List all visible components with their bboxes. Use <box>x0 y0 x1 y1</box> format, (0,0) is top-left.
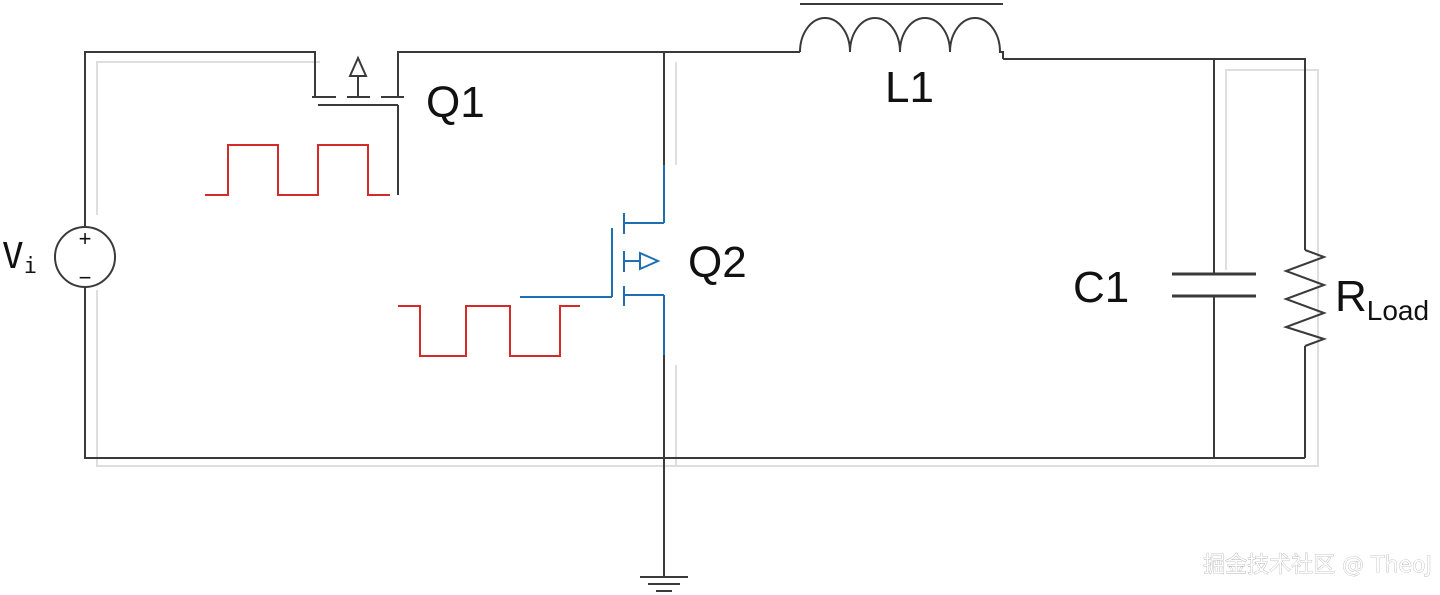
ground-return-wire <box>84 286 1305 459</box>
capacitor-c1 <box>1172 272 1256 298</box>
q2-switch-symbol <box>520 165 665 355</box>
inductor-coil-icon <box>799 17 1004 59</box>
input-top-wire <box>84 51 316 228</box>
voltage-source: + − <box>54 226 116 290</box>
q1-switch-symbol <box>312 55 404 106</box>
source-plus-sign: + <box>79 226 92 251</box>
voltage-source-icon <box>54 226 116 288</box>
ghost-wires <box>96 61 1319 467</box>
label-rload: RLoad <box>1335 272 1429 326</box>
q1-gate-pwm <box>205 144 390 196</box>
label-source-v: Vi <box>2 236 37 279</box>
circuit-wires <box>84 51 1306 577</box>
ground-symbol <box>640 576 688 592</box>
output-wire <box>1003 58 1306 250</box>
label-c1: C1 <box>1073 263 1129 312</box>
pwm-signals <box>205 144 580 357</box>
watermark-text: 掘金技术社区 @ TheoJ <box>1203 553 1432 578</box>
load-resistor <box>1282 249 1328 347</box>
label-l1: L1 <box>885 63 934 112</box>
label-q1: Q1 <box>426 78 485 127</box>
switch-node-wire <box>397 51 800 97</box>
q2-gate-pwm <box>398 305 580 357</box>
inductor-l1 <box>799 3 1004 59</box>
source-minus-sign: − <box>79 265 92 290</box>
label-q2: Q2 <box>688 238 747 287</box>
resistor-zigzag-icon <box>1282 249 1328 347</box>
